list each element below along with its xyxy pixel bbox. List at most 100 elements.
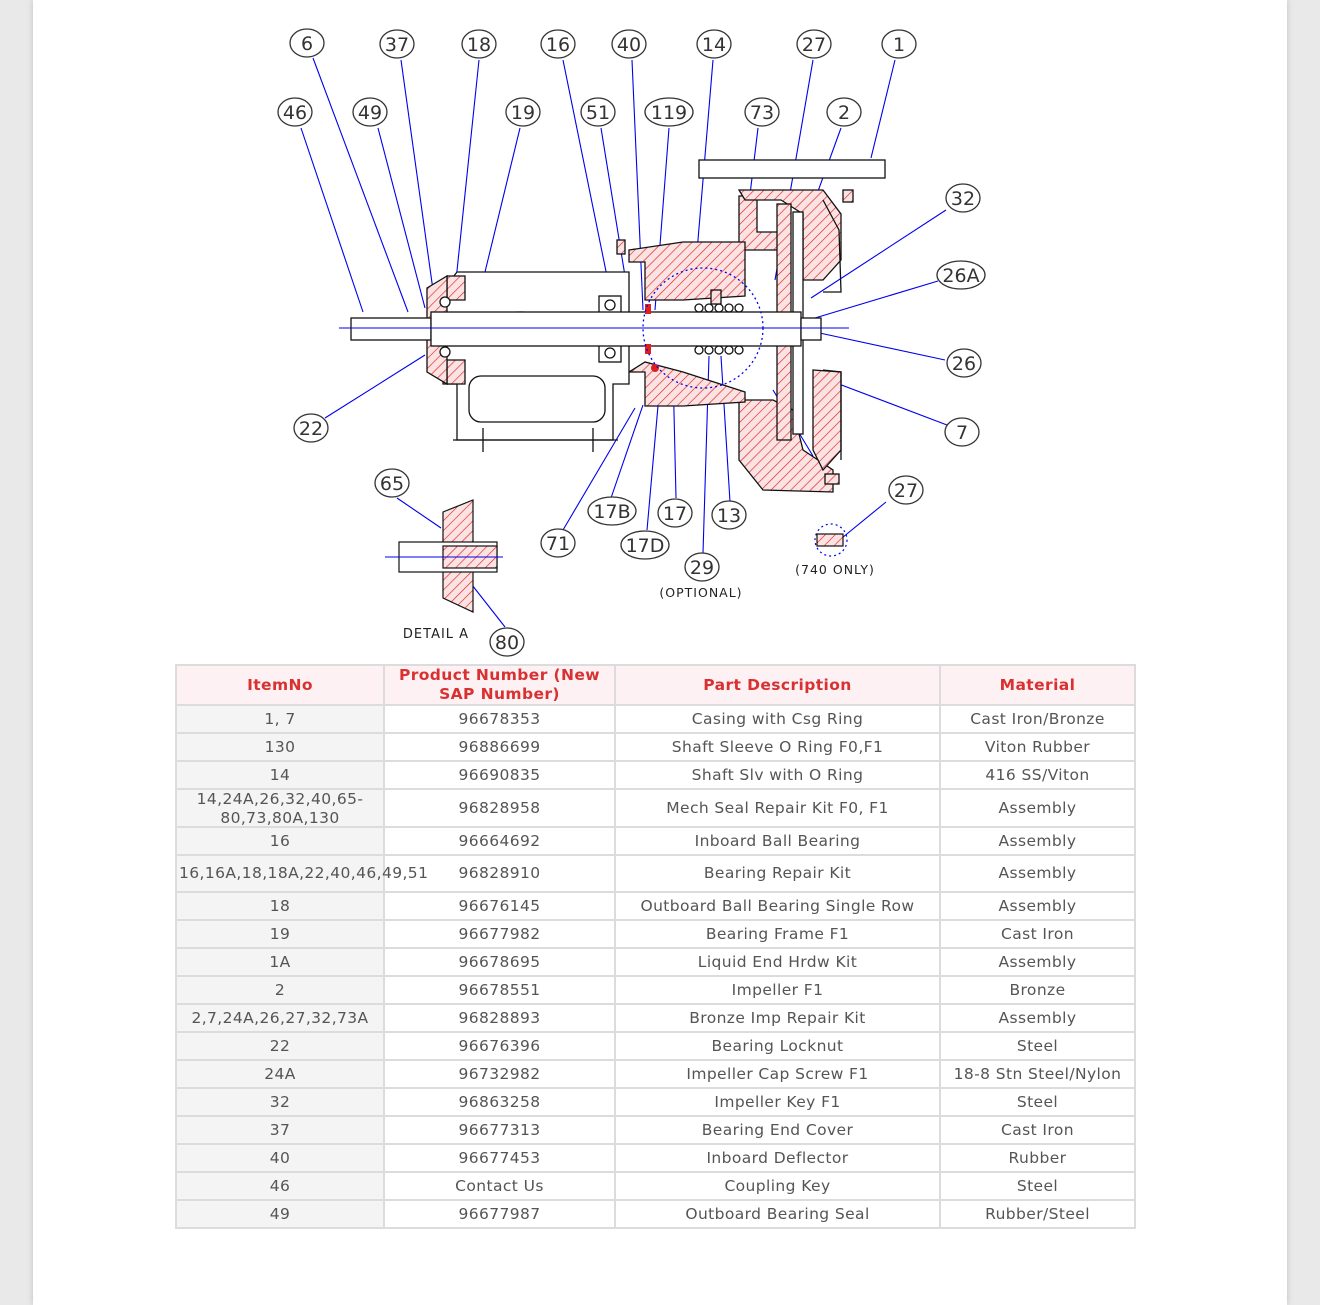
cell-part-description: Mech Seal Repair Kit F0, F1	[614, 788, 941, 828]
cell-part-description: Bearing End Cover	[614, 1115, 941, 1145]
cell-part-description: Bronze Imp Repair Kit	[614, 1003, 941, 1033]
table-header-row: ItemNo Product Number (New SAP Number) P…	[175, 664, 1136, 706]
callout-balloon	[684, 552, 720, 582]
callout-number: 119	[651, 102, 687, 124]
callout-number: 19	[511, 102, 535, 124]
cell-itemno: 37	[175, 1115, 385, 1145]
callout-number: 14	[702, 34, 726, 56]
callout-balloon	[796, 29, 832, 59]
callout-balloon	[352, 97, 388, 127]
callout-balloon	[489, 627, 525, 657]
callout-balloon	[374, 468, 410, 498]
cell-itemno: 22	[175, 1031, 385, 1061]
cell-material: 18-8 Stn Steel/Nylon	[939, 1059, 1136, 1089]
cell-part-description: Outboard Ball Bearing Single Row	[614, 891, 941, 921]
header-product-number: Product Number (New SAP Number)	[383, 664, 616, 706]
cell-product-number: 96690835	[383, 760, 616, 790]
callout-balloon	[587, 496, 637, 526]
cell-material: Steel	[939, 1171, 1136, 1201]
cell-product-number: 96828893	[383, 1003, 616, 1033]
cell-product-number: 96677313	[383, 1115, 616, 1145]
callout-balloon	[644, 97, 694, 127]
callout-number: 37	[385, 34, 409, 56]
cell-product-number: 96678353	[383, 704, 616, 734]
cell-itemno: 16,16A,18,18A,22,40,46,49,51	[175, 854, 428, 893]
cell-product-number: 96676145	[383, 891, 616, 921]
model-note: (740 ONLY)	[795, 562, 875, 577]
pump-cross-section	[350, 159, 886, 493]
callout-balloon	[744, 97, 780, 127]
header-part-description: Part Description	[614, 664, 941, 706]
callout-number: 32	[951, 188, 975, 210]
cell-part-description: Inboard Deflector	[614, 1143, 941, 1173]
callout-balloon	[888, 475, 924, 505]
callout-number: 29	[690, 557, 714, 579]
cell-material: Cast Iron	[939, 1115, 1136, 1145]
callout-number: 13	[717, 505, 741, 527]
optional-note: (OPTIONAL)	[659, 585, 742, 600]
cell-part-description: Bearing Locknut	[614, 1031, 941, 1061]
cell-material: Assembly	[939, 891, 1136, 921]
cell-material: Rubber/Steel	[939, 1199, 1136, 1229]
callout-balloon	[944, 417, 980, 447]
cell-part-description: Inboard Ball Bearing	[614, 826, 941, 856]
callout-balloon	[711, 500, 747, 530]
callout-balloon	[696, 29, 732, 59]
cell-product-number: 96678695	[383, 947, 616, 977]
cell-material: 416 SS/Viton	[939, 760, 1136, 790]
cell-part-description: Coupling Key	[614, 1171, 941, 1201]
cell-product-number: 96678551	[383, 975, 616, 1005]
callout-number: 22	[299, 418, 323, 440]
cell-material: Assembly	[939, 788, 1136, 828]
cell-product-number: 96677987	[383, 1199, 616, 1229]
callout-balloon	[540, 29, 576, 59]
callout-balloon	[881, 29, 917, 59]
cell-part-description: Impeller Key F1	[614, 1087, 941, 1117]
cell-part-description: Shaft Slv with O Ring	[614, 760, 941, 790]
callout-balloons	[277, 28, 986, 657]
cell-part-description: Casing with Csg Ring	[614, 704, 941, 734]
cell-part-description: Bearing Frame F1	[614, 919, 941, 949]
detail-a-drawing	[385, 499, 848, 613]
cell-part-description: Impeller F1	[614, 975, 941, 1005]
cell-material: Assembly	[939, 854, 1136, 893]
callout-number: 2	[838, 102, 850, 124]
detail-label: DETAIL A	[403, 627, 469, 642]
cell-itemno: 16	[175, 826, 385, 856]
callout-number: 27	[802, 34, 826, 56]
callout-number: 18	[467, 34, 491, 56]
cell-itemno: 14	[175, 760, 385, 790]
callout-balloon	[826, 97, 862, 127]
cell-itemno: 49	[175, 1199, 385, 1229]
cell-material: Assembly	[939, 947, 1136, 977]
callout-number: 40	[617, 34, 641, 56]
cell-part-description: Liquid End Hrdw Kit	[614, 947, 941, 977]
cell-product-number: 96677453	[383, 1143, 616, 1173]
callout-balloon	[657, 498, 693, 528]
cell-product-number: 96676396	[383, 1031, 616, 1061]
callout-number: 6	[301, 33, 313, 55]
cell-product-number: 96828910	[383, 854, 616, 893]
parts-table: ItemNo Product Number (New SAP Number) P…	[175, 664, 1136, 1229]
callout-number: 27	[894, 480, 918, 502]
cell-part-description: Outboard Bearing Seal	[614, 1199, 941, 1229]
callout-number: 26A	[942, 265, 979, 287]
cell-material: Steel	[939, 1031, 1136, 1061]
cell-material: Cast Iron	[939, 919, 1136, 949]
cell-material: Bronze	[939, 975, 1136, 1005]
cell-product-number: 96863258	[383, 1087, 616, 1117]
cell-itemno: 18	[175, 891, 385, 921]
cell-material: Assembly	[939, 826, 1136, 856]
callout-balloon	[461, 29, 497, 59]
